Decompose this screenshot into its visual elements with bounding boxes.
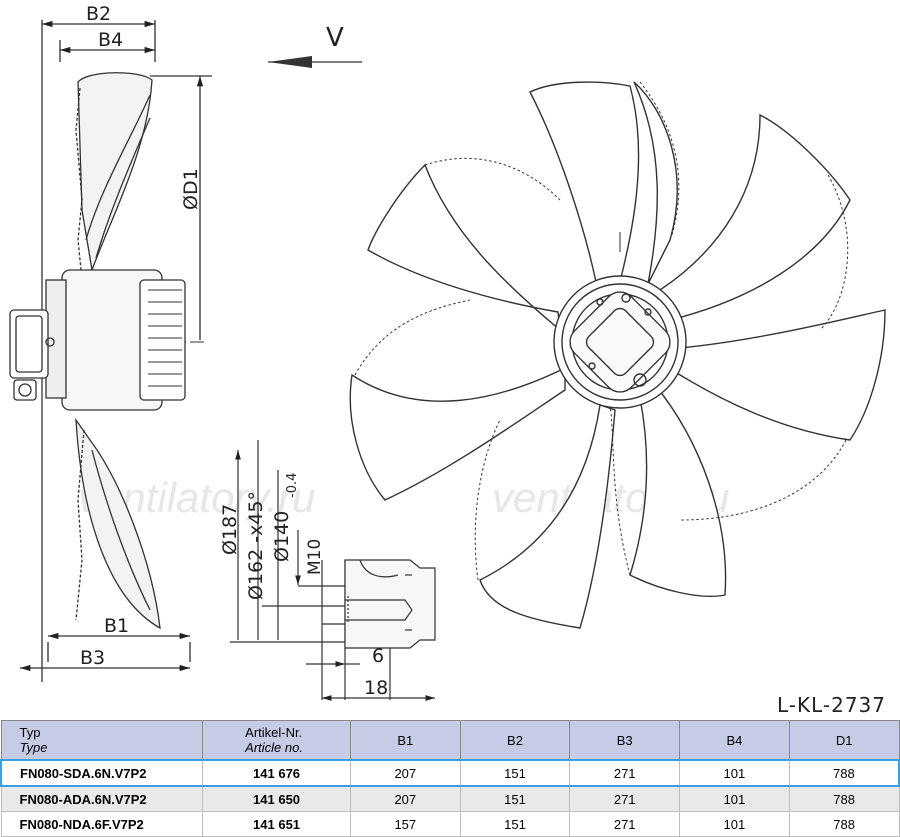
dim-d140-tolerance: -0.4 [285, 473, 300, 498]
dim-b1-label: B1 [104, 615, 129, 637]
header-d1: D1 [788, 720, 900, 761]
cell-b1: 207 [349, 759, 461, 787]
dim-6-label: 6 [372, 645, 384, 667]
cell-type: FN080-ADA.6N.V7P2 [0, 785, 204, 812]
cell-b3: 271 [569, 811, 681, 837]
cell-b2: 151 [459, 811, 571, 837]
cell-d1: 788 [788, 785, 900, 812]
dim-d162-label: Ø162 -x45° [245, 491, 267, 600]
cell-b1: 207 [349, 785, 461, 812]
header-type-en: Type [19, 740, 48, 755]
header-b2: B2 [459, 720, 571, 761]
view-label: V [326, 23, 344, 53]
spec-table: Typ Type Artikel-Nr. Article no. B1 B2 B… [0, 720, 900, 837]
dim-d1-label: ØD1 [180, 168, 202, 210]
cell-b2: 151 [459, 759, 571, 787]
cell-b3: 271 [569, 759, 681, 787]
drawing-reference: L-KL-2737 [777, 693, 886, 717]
cell-type: FN080-SDA.6N.V7P2 [0, 759, 204, 787]
cell-article: 141 676 [202, 759, 351, 787]
side-view [9, 20, 212, 682]
header-b4: B4 [679, 720, 790, 761]
header-article-de: Artikel-Nr. [245, 725, 303, 740]
table-row[interactable]: FN080-SDA.6N.V7P2 141 676 207 151 271 10… [0, 759, 900, 787]
cell-d1: 788 [788, 811, 900, 837]
technical-drawing: ventilatory.ru ventilatory.ru [9, 3, 886, 717]
table-row[interactable]: FN080-NDA.6F.V7P2 141 651 157 151 271 10… [0, 811, 900, 837]
front-view [349, 81, 886, 629]
header-article-en: Article no. [245, 740, 303, 755]
dim-m10-label: M10 [305, 539, 325, 575]
cell-article: 141 650 [202, 785, 351, 812]
dim-b3-label: B3 [80, 647, 105, 669]
table-row[interactable]: FN080-ADA.6N.V7P2 141 650 207 151 271 10… [0, 785, 900, 812]
dim-d140-label: Ø140 [271, 511, 293, 562]
dim-b2-label: B2 [86, 3, 111, 25]
dim-b4-label: B4 [98, 29, 123, 51]
header-type: Typ Type [0, 720, 204, 761]
header-b3: B3 [569, 720, 681, 761]
cell-type: FN080-NDA.6F.V7P2 [0, 811, 204, 837]
dim-d187-label: Ø187 [219, 504, 241, 555]
cell-b3: 271 [569, 785, 681, 812]
view-arrow: V [268, 23, 362, 68]
impeller-blades [349, 81, 886, 629]
cell-b4: 101 [679, 759, 790, 787]
cell-b4: 101 [679, 811, 790, 837]
cell-b2: 151 [459, 785, 571, 812]
table-header-row: Typ Type Artikel-Nr. Article no. B1 B2 B… [0, 720, 900, 761]
shaft-detail [230, 440, 436, 701]
cell-d1: 788 [788, 759, 900, 787]
header-article: Artikel-Nr. Article no. [202, 720, 351, 761]
header-b1: B1 [349, 720, 461, 761]
cell-b4: 101 [679, 785, 790, 812]
cell-b1: 157 [349, 811, 461, 837]
cell-article: 141 651 [202, 811, 351, 837]
dim-18-label: 18 [364, 677, 388, 699]
header-type-de: Typ [19, 725, 41, 740]
